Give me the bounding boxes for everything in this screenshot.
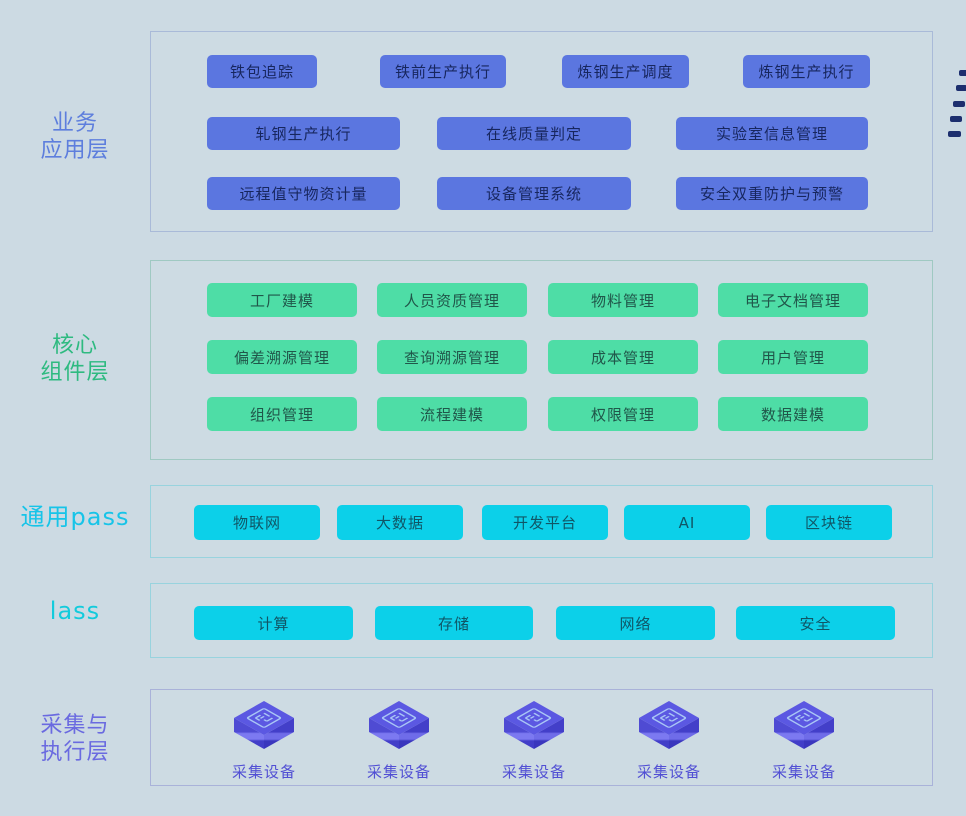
core-chip-5[interactable]: 查询溯源管理	[377, 340, 527, 374]
edge-panel	[150, 689, 933, 786]
core-chip-10[interactable]: 权限管理	[548, 397, 698, 431]
core-chip-3[interactable]: 电子文档管理	[718, 283, 868, 317]
layer-label-core-components: 核心 组件层	[40, 333, 110, 385]
device-item: 采集设备	[231, 697, 297, 782]
layer-label-edge: 采集与 执行层	[40, 713, 110, 765]
core-chip-1[interactable]: 人员资质管理	[377, 283, 527, 317]
paas-panel	[150, 485, 933, 558]
device-item: 采集设备	[636, 697, 702, 782]
device-label: 采集设备	[771, 763, 836, 781]
iaas-chip-0[interactable]: 计算	[194, 606, 353, 640]
core-chip-2[interactable]: 物料管理	[548, 283, 698, 317]
edge-dash-decoration	[953, 101, 965, 107]
core-chip-7[interactable]: 用户管理	[718, 340, 868, 374]
layer-label-iaas: lass	[49, 597, 101, 625]
paas-chip-3[interactable]: AI	[624, 505, 750, 540]
device-label: 采集设备	[501, 763, 566, 781]
paas-chip-2[interactable]: 开发平台	[482, 505, 608, 540]
device-label: 采集设备	[231, 763, 296, 781]
app-chip-4[interactable]: 轧钢生产执行	[207, 117, 400, 150]
core-chip-8[interactable]: 组织管理	[207, 397, 357, 431]
device-cube-icon	[639, 701, 699, 749]
core-chip-4[interactable]: 偏差溯源管理	[207, 340, 357, 374]
app-chip-5[interactable]: 在线质量判定	[437, 117, 631, 150]
app-chip-0[interactable]: 铁包追踪	[207, 55, 317, 88]
app-chip-1[interactable]: 铁前生产执行	[380, 55, 506, 88]
device-item: 采集设备	[501, 697, 567, 782]
app-chip-9[interactable]: 安全双重防护与预警	[676, 177, 868, 210]
layer-label-business-app: 业务 应用层	[40, 111, 110, 163]
device-item: 采集设备	[771, 697, 837, 782]
device-cube-icon	[504, 701, 564, 749]
app-chip-7[interactable]: 远程值守物资计量	[207, 177, 400, 210]
edge-dash-decoration	[950, 116, 962, 122]
iaas-chip-2[interactable]: 网络	[556, 606, 715, 640]
device-cube-icon	[369, 701, 429, 749]
device-label: 采集设备	[636, 763, 701, 781]
edge-dash-decoration	[948, 131, 961, 137]
layer-label-paas: 通用pass	[20, 503, 130, 531]
device-cube-icon	[774, 701, 834, 749]
iaas-panel	[150, 583, 933, 658]
device-label: 采集设备	[366, 763, 431, 781]
core-chip-11[interactable]: 数据建模	[718, 397, 868, 431]
edge-dash-decoration	[956, 85, 966, 91]
core-components-panel	[150, 260, 933, 460]
iaas-chip-1[interactable]: 存储	[375, 606, 533, 640]
edge-dash-decoration	[959, 70, 966, 76]
app-chip-8[interactable]: 设备管理系统	[437, 177, 631, 210]
app-chip-6[interactable]: 实验室信息管理	[676, 117, 868, 150]
core-chip-6[interactable]: 成本管理	[548, 340, 698, 374]
core-chip-9[interactable]: 流程建模	[377, 397, 527, 431]
app-chip-2[interactable]: 炼钢生产调度	[562, 55, 689, 88]
core-chip-0[interactable]: 工厂建模	[207, 283, 357, 317]
paas-chip-4[interactable]: 区块链	[766, 505, 892, 540]
paas-chip-1[interactable]: 大数据	[337, 505, 463, 540]
paas-chip-0[interactable]: 物联网	[194, 505, 320, 540]
iaas-chip-3[interactable]: 安全	[736, 606, 895, 640]
device-item: 采集设备	[366, 697, 432, 782]
business-app-panel	[150, 31, 933, 232]
device-cube-icon	[234, 701, 294, 749]
app-chip-3[interactable]: 炼钢生产执行	[743, 55, 870, 88]
